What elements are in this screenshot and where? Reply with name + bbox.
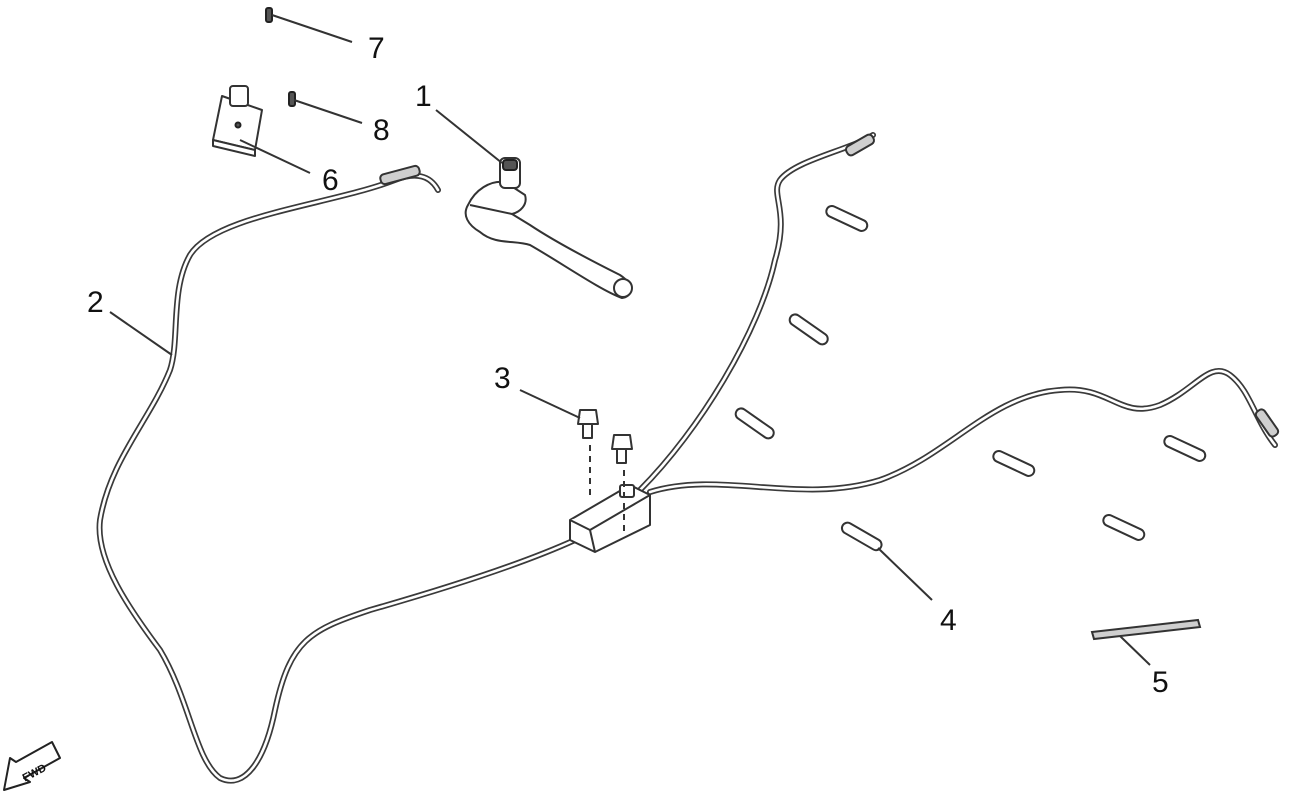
callout-8: 8 — [373, 114, 390, 147]
brake-lever-master-cylinder — [464, 157, 633, 299]
forward-arrow-icon: FWD — [3, 741, 61, 791]
hose-clip — [734, 407, 775, 440]
brake-hose-right-branch — [647, 367, 1278, 495]
leader-line-4 — [877, 547, 933, 601]
callout-2: 2 — [87, 286, 104, 319]
hose-end-fitting-right — [1254, 408, 1280, 438]
leader-line-1 — [435, 109, 503, 164]
hose-clip — [788, 313, 829, 346]
leader-line-6 — [239, 139, 311, 174]
brake-hose-upper-branch — [637, 132, 876, 493]
hose-clip-group — [734, 204, 1207, 552]
hose-end-fitting-top — [844, 133, 876, 157]
hose-clip — [1102, 513, 1146, 541]
leader-line-5 — [1119, 635, 1151, 666]
hose-end-fitting-left — [379, 164, 421, 186]
leader-line-8 — [293, 99, 363, 124]
hose-junction-block — [569, 484, 651, 553]
leader-line-7 — [271, 14, 353, 43]
hose-clip — [992, 449, 1036, 477]
screw-7 — [265, 7, 273, 23]
callout-1: 1 — [415, 80, 432, 113]
bolt-3b — [611, 434, 633, 464]
callout-4: 4 — [940, 604, 957, 637]
callout-6: 6 — [322, 164, 339, 197]
bolt-3a — [577, 409, 599, 439]
callout-3: 3 — [494, 362, 511, 395]
hose-clip — [1163, 434, 1207, 462]
leader-line-2 — [109, 311, 173, 356]
cable-tie — [1090, 618, 1202, 641]
callout-5: 5 — [1152, 666, 1169, 699]
mounting-bracket — [212, 85, 263, 157]
hose-clip — [840, 521, 883, 552]
hose-clip — [825, 204, 869, 232]
screw-8 — [288, 91, 296, 107]
callout-7: 7 — [368, 32, 385, 65]
brake-hose-main — [96, 172, 578, 784]
leader-line-3 — [519, 389, 581, 419]
